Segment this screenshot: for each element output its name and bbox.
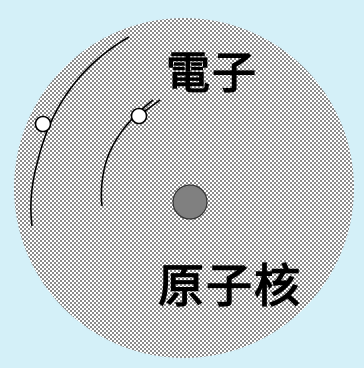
- outer-orbit-arc: [30, 36, 130, 227]
- inner-electron: [130, 107, 148, 125]
- outer-electron: [34, 115, 52, 133]
- electron-label: 電子: [166, 48, 258, 99]
- nucleus-label: 原子核: [158, 259, 302, 313]
- nucleus: [172, 184, 208, 220]
